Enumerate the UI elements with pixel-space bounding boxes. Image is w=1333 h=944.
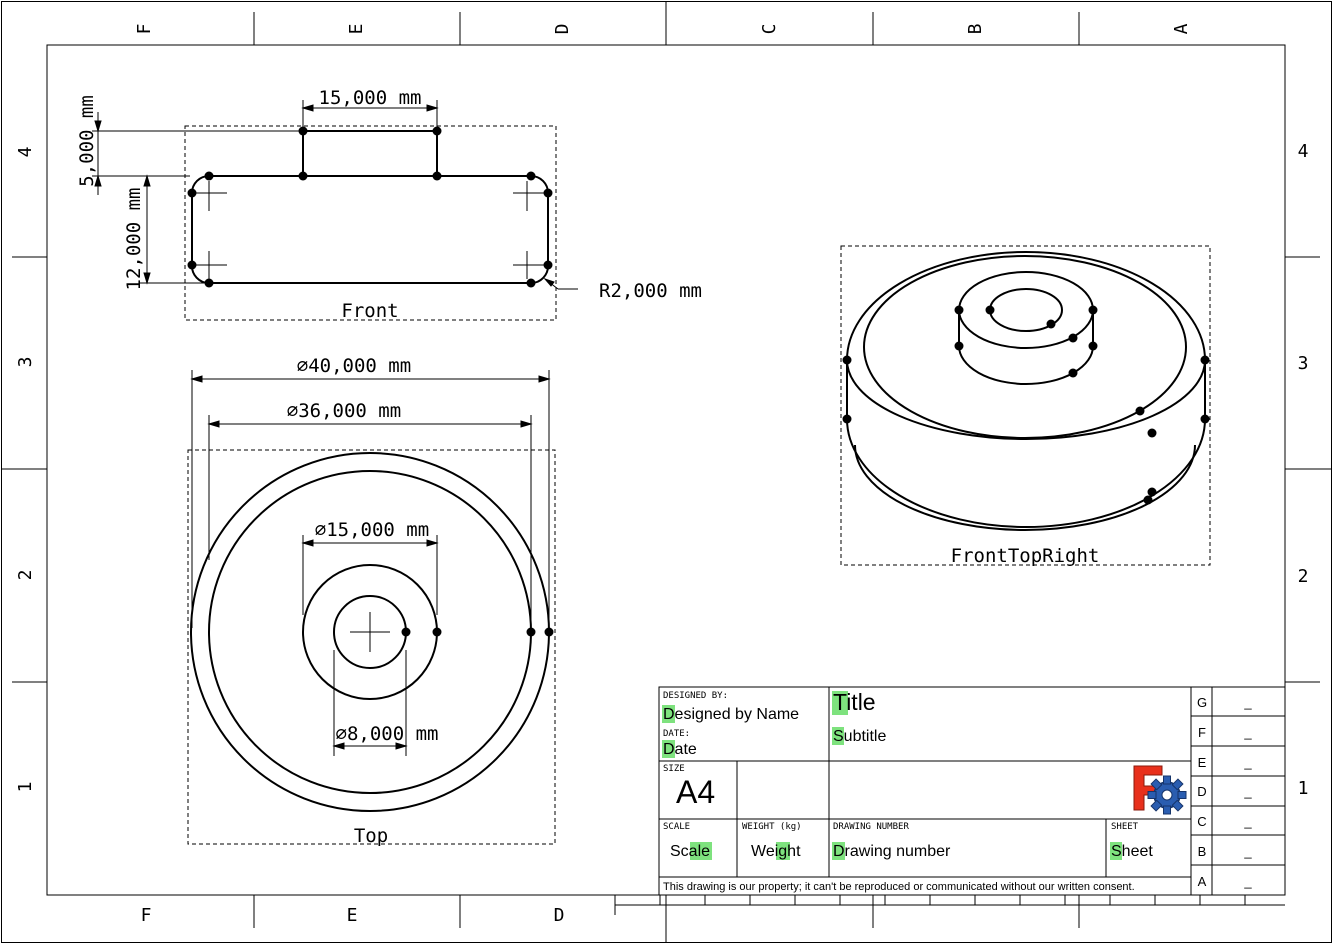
- rev-value-e[interactable]: _: [1243, 755, 1252, 770]
- drawing-title[interactable]: Title: [833, 689, 876, 715]
- front-view-label: Front: [341, 300, 398, 322]
- zone-top-c: C: [759, 24, 780, 35]
- iso-view[interactable]: FrontTopRight: [840, 245, 1211, 567]
- zone-bottom-e: E: [347, 905, 358, 926]
- scale-label: SCALE: [663, 822, 690, 832]
- zone-bottom-f: F: [141, 905, 152, 926]
- front-profile: [190, 130, 550, 285]
- rev-value-d[interactable]: _: [1243, 784, 1252, 799]
- designed-by-label: DESIGNED BY:: [663, 691, 728, 701]
- dim-front-radius: [543, 277, 578, 290]
- rev-letter-f: F: [1198, 725, 1206, 740]
- dim-top-d15-label: ∅15,000 mm: [315, 519, 429, 541]
- size-value: A4: [676, 774, 715, 810]
- iso-view-frame: [840, 245, 1211, 566]
- drawing-number-label: DRAWING NUMBER: [833, 822, 909, 832]
- dim-top-d40-label: ∅40,000 mm: [297, 355, 411, 377]
- top-view[interactable]: ∅40,000 mm ∅36,000 mm ∅15,000 mm ∅8,000 …: [187, 355, 556, 847]
- drawing-number-value[interactable]: Drawing number: [833, 843, 951, 860]
- top-center-mark: [350, 612, 390, 652]
- weight-label: WEIGHT (kg): [742, 822, 802, 832]
- dim-front-step-label: 5,000 mm: [76, 95, 98, 187]
- iso-view-label: FrontTopRight: [951, 545, 1100, 567]
- iso-bottom-rim: [854, 444, 1196, 531]
- rev-value-f[interactable]: _: [1243, 725, 1252, 740]
- zone-left-3: 3: [15, 357, 36, 368]
- date-value[interactable]: Date: [663, 741, 697, 758]
- zone-bottom-d: D: [554, 905, 565, 926]
- editable-highlights: [662, 691, 1122, 860]
- zone-left-2: 2: [15, 570, 36, 581]
- dim-top-d8-label: ∅8,000 mm: [336, 723, 439, 745]
- dim-front-height: [139, 174, 205, 285]
- rev-letter-c: C: [1197, 814, 1206, 829]
- iso-outer-top-front: [846, 359, 1206, 440]
- sheet-label: SHEET: [1111, 822, 1139, 832]
- dim-front-width-label: 15,000 mm: [319, 87, 422, 109]
- freecad-logo-icon: [1133, 765, 1187, 815]
- rev-letter-a: A: [1198, 874, 1207, 889]
- property-note: This drawing is our property; it can't b…: [663, 881, 1135, 893]
- top-vertices: [401, 627, 554, 637]
- dim-top-d40: [190, 370, 551, 628]
- title-block-frame: [658, 686, 1286, 896]
- rev-letter-d: D: [1197, 784, 1206, 799]
- front-vertices: [187, 126, 553, 288]
- zone-left-4: 4: [15, 147, 36, 158]
- zone-top-f: F: [134, 24, 155, 35]
- dim-top-d15: [301, 535, 439, 615]
- iso-vertices: [842, 305, 1210, 505]
- rev-value-c[interactable]: _: [1243, 814, 1252, 829]
- rev-letter-e: E: [1198, 755, 1207, 770]
- size-label: SIZE: [663, 764, 685, 774]
- iso-outer-sides: [846, 360, 1206, 419]
- rev-letter-g: G: [1197, 695, 1207, 710]
- dim-top-d8: [332, 650, 408, 756]
- scale-value[interactable]: Scale: [670, 843, 710, 860]
- dim-top-d36-label: ∅36,000 mm: [287, 400, 401, 422]
- designed-by-value[interactable]: Designed by Name: [663, 706, 799, 723]
- top-view-label: Top: [354, 825, 388, 847]
- dim-front-radius-label: R2,000 mm: [599, 280, 702, 302]
- drawing-subtitle[interactable]: Subtitle: [833, 728, 886, 745]
- zone-top-d: D: [552, 24, 573, 35]
- dim-front-height-label: 12,000 mm: [123, 188, 145, 291]
- dim-front-width: [301, 100, 439, 128]
- zone-right-3: 3: [1298, 353, 1309, 374]
- title-block: DESIGNED BY: Designed by Name DATE: Date…: [658, 686, 1286, 896]
- top-view-frame: [187, 449, 556, 845]
- rev-value-g[interactable]: _: [1243, 695, 1252, 710]
- zone-top-b: B: [965, 24, 986, 35]
- zone-top-a: A: [1171, 23, 1192, 34]
- date-label: DATE:: [663, 729, 690, 739]
- sheet-value[interactable]: Sheet: [1111, 843, 1153, 860]
- zone-right-4: 4: [1298, 141, 1309, 162]
- rev-value-b[interactable]: _: [1243, 844, 1252, 859]
- iso-outer-top-back: [846, 251, 1206, 361]
- rev-value-a[interactable]: _: [1243, 874, 1252, 889]
- front-view[interactable]: 15,000 mm 5,000 mm 12,000 mm R2,000 mm F…: [76, 87, 702, 322]
- zone-right-2: 2: [1298, 566, 1309, 587]
- rev-letter-b: B: [1198, 844, 1207, 859]
- iso-outer-bottom: [846, 418, 1206, 528]
- iso-boss-side: [958, 310, 1094, 385]
- zone-top-e: E: [346, 24, 367, 35]
- weight-value[interactable]: Weight: [751, 843, 801, 860]
- zone-left-1: 1: [15, 782, 36, 793]
- front-view-frame: [184, 125, 557, 321]
- front-center-marks: [195, 181, 545, 279]
- zone-right-1: 1: [1298, 778, 1309, 799]
- dim-top-d36: [207, 415, 533, 628]
